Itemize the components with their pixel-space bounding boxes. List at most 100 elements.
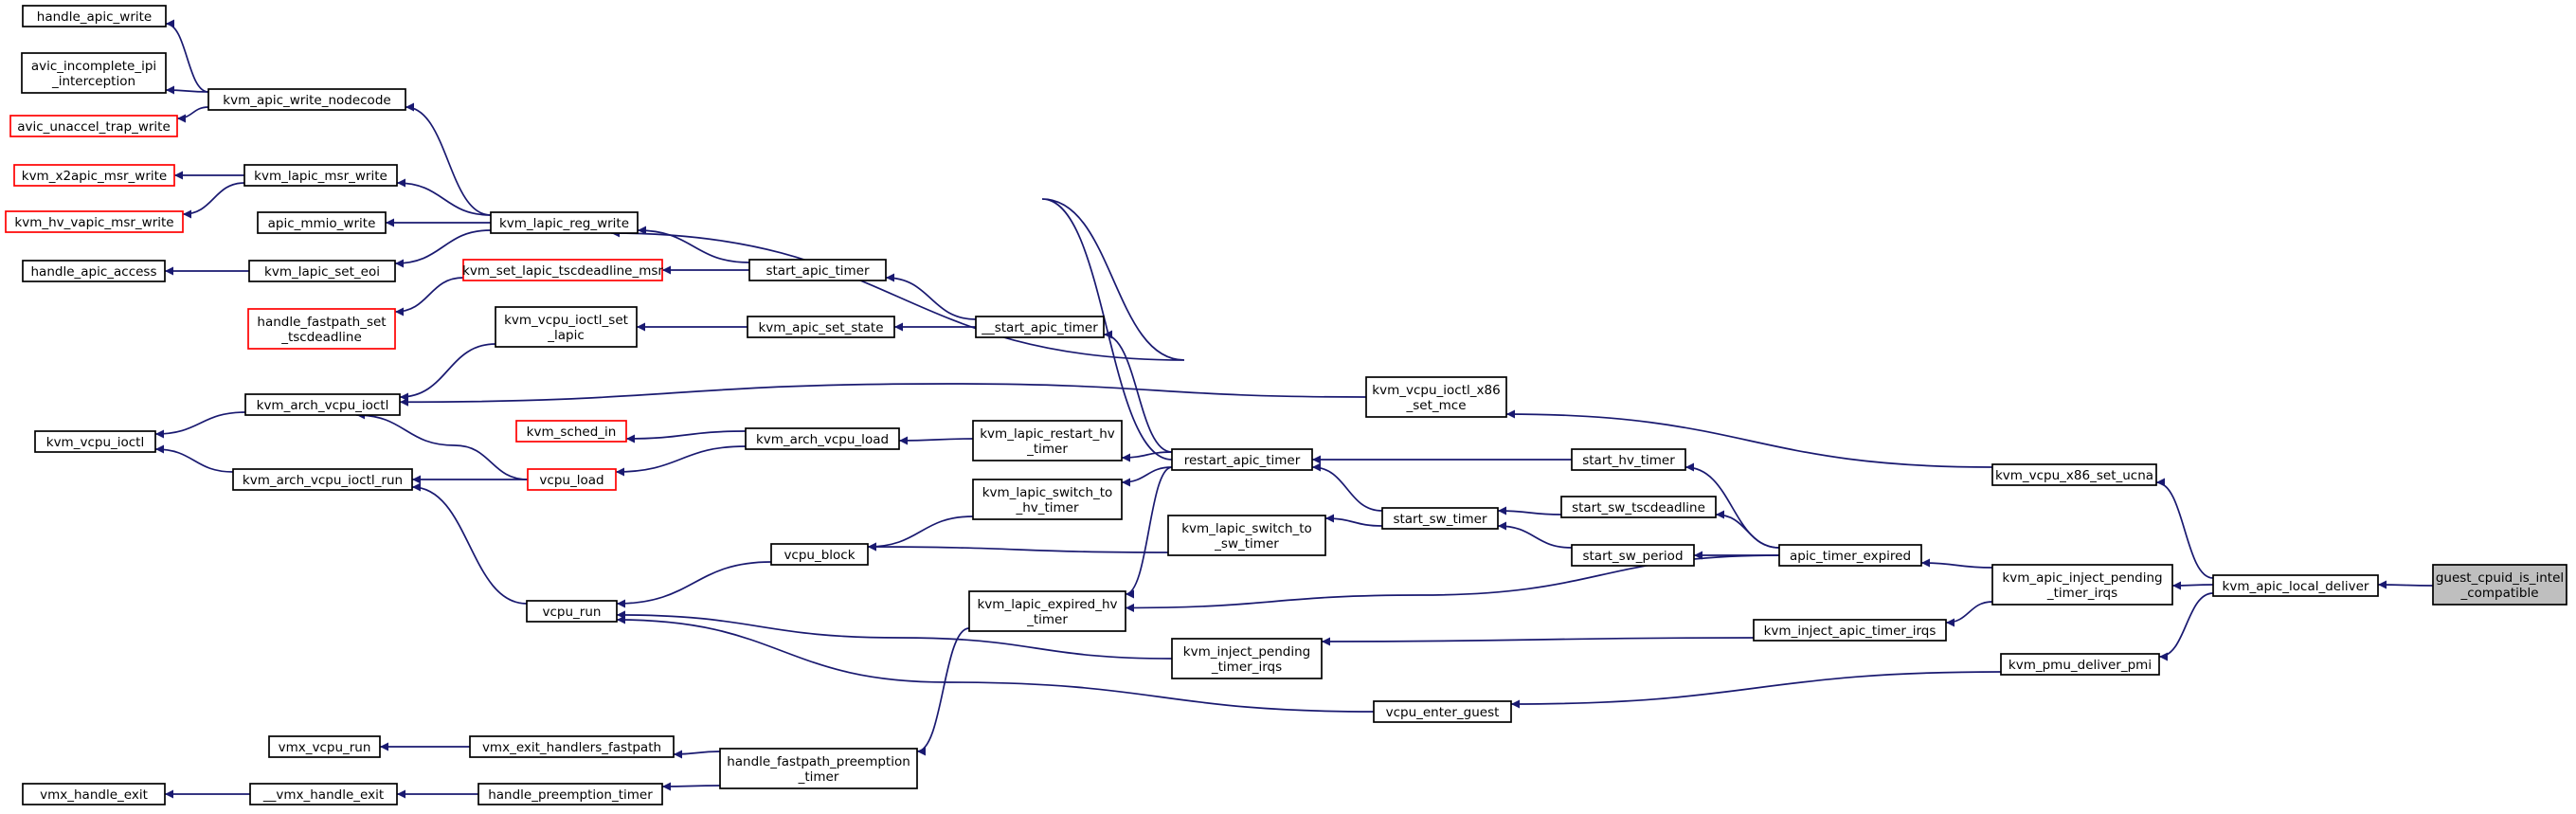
node-box: [1571, 448, 1686, 471]
graph-node-kvm-arch-vcpu-load[interactable]: kvm_arch_vcpu_load: [745, 427, 900, 450]
graph-node-kvm-apic-set-state[interactable]: kvm_apic_set_state: [747, 316, 895, 338]
graph-node-vmx-exit-handlers-fastpath[interactable]: vmx_exit_handlers_fastpath: [469, 735, 675, 758]
graph-node-avic-unaccel-trap-write[interactable]: avic_unaccel_trap_write: [9, 115, 178, 137]
call-edge-kvm-inject-apic-timer-irqs-to-kvm-apic-inject-pending-timer-irqs: [1945, 601, 1993, 627]
graph-node-kvm-lapic-msr-write[interactable]: kvm_lapic_msr_write: [243, 164, 398, 187]
call-edge-kvm-arch-vcpu-ioctl-to-kvm-vcpu-ioctl-x86-set-mce: [399, 383, 1367, 407]
graph-node-kvm-lapic-switch-to-hv-timer[interactable]: kvm_lapic_switch_to_hv_timer: [972, 479, 1123, 520]
node-label-line: handle_apic_access: [30, 264, 156, 280]
graph-node-handle-apic-access[interactable]: handle_apic_access: [22, 260, 166, 282]
node-box: [2000, 653, 2160, 676]
graph-node-kvm-apic-local-deliver[interactable]: kvm_apic_local_deliver: [2212, 574, 2379, 597]
node-label-line: start_apic_timer: [766, 263, 869, 279]
call-edge-kvm-lapic-reg-write-to-start-apic-timer: [637, 226, 750, 263]
graph-node-kvm-vcpu-ioctl[interactable]: kvm_vcpu_ioctl: [34, 430, 156, 453]
graph-node-apic-timer-expired[interactable]: apic_timer_expired: [1778, 544, 1922, 567]
node-label-line: kvm_apic_write_nodecode: [223, 93, 390, 108]
graph-node-apic-mmio-write[interactable]: apic_mmio_write: [257, 211, 387, 234]
node-label-line: apic_mmio_write: [268, 216, 376, 231]
node-label-line: start_sw_tscdeadline: [1572, 500, 1705, 516]
graph-node-kvm-inject-pending-timer-irqs[interactable]: kvm_inject_pending_timer_irqs: [1171, 638, 1323, 679]
node-label-line: _hv_timer: [1015, 500, 1079, 516]
node-box: [2432, 564, 2567, 606]
node-box: [975, 316, 1105, 338]
graph-node-guest-cpuid-is-intel-compatible[interactable]: guest_cpuid_is_intel_compatible: [2432, 564, 2567, 606]
node-box: [1167, 515, 1326, 556]
call-edge-start-sw-timer-to-start-sw-tscdeadline: [1497, 506, 1562, 516]
node-box: [1373, 700, 1512, 723]
call-edge-kvm-sched-in-to-kvm-arch-vcpu-load: [625, 430, 747, 443]
call-edge-handle-fastpath-set-tscdeadline-to-kvm-set-lapic-tscdeadline-msr: [394, 277, 464, 317]
node-box: [22, 260, 166, 282]
graph-node-kvm-apic-inject-pending-timer-irqs[interactable]: kvm_apic_inject_pending_timer_irqs: [1991, 564, 2173, 606]
node-label-line: _tscdeadline: [280, 330, 362, 345]
node-label-line: _timer_irqs: [1211, 660, 1282, 675]
graph-node-start-sw-tscdeadline[interactable]: start_sw_tscdeadline: [1560, 496, 1717, 518]
graph-node-vmx-handle-exit[interactable]: vmx_handle_exit: [22, 783, 166, 805]
graph-node-handle-fastpath-preemption-timer[interactable]: handle_fastpath_preemption_timer: [719, 748, 918, 789]
graph-node-kvm-lapic-reg-write[interactable]: kvm_lapic_reg_write: [490, 211, 639, 234]
graph-node-vmx-handle-exit[interactable]: __vmx_handle_exit: [249, 783, 398, 805]
graph-node-start-apic-timer[interactable]: __start_apic_timer: [975, 316, 1105, 338]
node-label-line: handle_preemption_timer: [488, 787, 653, 803]
graph-node-start-sw-timer[interactable]: start_sw_timer: [1381, 507, 1499, 530]
graph-node-kvm-lapic-expired-hv-timer[interactable]: kvm_lapic_expired_hv_timer: [968, 590, 1126, 632]
graph-node-kvm-sched-in[interactable]: kvm_sched_in: [515, 420, 627, 443]
node-label-line: apic_timer_expired: [1790, 549, 1911, 564]
graph-node-kvm-arch-vcpu-ioctl-run[interactable]: kvm_arch_vcpu_ioctl_run: [232, 468, 413, 491]
node-label-line: kvm_lapic_restart_hv: [980, 426, 1115, 442]
graph-node-handle-fastpath-set-tscdeadline[interactable]: handle_fastpath_set_tscdeadline: [247, 308, 396, 350]
call-edge-vcpu-block-to-kvm-lapic-switch-to-hv-timer: [867, 516, 974, 552]
graph-node-restart-apic-timer[interactable]: restart_apic_timer: [1171, 448, 1313, 471]
node-box: [268, 735, 381, 758]
graph-node-kvm-x2apic-msr-write[interactable]: kvm_x2apic_msr_write: [13, 164, 175, 187]
node-label-line: guest_cpuid_is_intel: [2436, 570, 2564, 586]
graph-node-kvm-inject-apic-timer-irqs[interactable]: kvm_inject_apic_timer_irqs: [1753, 619, 1947, 642]
node-box: [477, 783, 663, 805]
node-label-line: kvm_vcpu_x86_set_ucna: [1995, 468, 2153, 483]
node-box: [5, 210, 184, 233]
graph-node-start-sw-period[interactable]: start_sw_period: [1571, 544, 1695, 567]
call-edge-vcpu-enter-guest-to-kvm-pmu-deliver-pmi: [1510, 671, 2002, 709]
call-edge-kvm-arch-vcpu-ioctl-to-kvm-vcpu-ioctl-set-lapic: [399, 343, 496, 402]
node-label-line: start_sw_timer: [1393, 512, 1487, 527]
node-label-line: kvm_arch_vcpu_ioctl: [257, 398, 389, 413]
node-box: [1171, 638, 1323, 679]
graph-node-handle-apic-write[interactable]: handle_apic_write: [22, 5, 167, 27]
node-box: [1571, 544, 1695, 567]
graph-node-vcpu-load[interactable]: vcpu_load: [527, 468, 617, 491]
graph-node-kvm-vcpu-x86-set-ucna[interactable]: kvm_vcpu_x86_set_ucna: [1991, 463, 2157, 486]
graph-node-kvm-set-lapic-tscdeadline-msr[interactable]: kvm_set_lapic_tscdeadline_msr: [462, 259, 663, 281]
graph-node-vcpu-enter-guest[interactable]: vcpu_enter_guest: [1373, 700, 1512, 723]
graph-node-kvm-lapic-restart-hv-timer[interactable]: kvm_lapic_restart_hv_timer: [972, 420, 1123, 461]
call-edge-kvm-lapic-switch-to-hv-timer-to-restart-apic-timer: [1121, 466, 1173, 487]
node-label-line: kvm_sched_in: [527, 425, 617, 440]
graph-node-kvm-pmu-deliver-pmi[interactable]: kvm_pmu_deliver_pmi: [2000, 653, 2160, 676]
node-box: [1381, 507, 1499, 530]
graph-node-kvm-vcpu-ioctl-x86-set-mce[interactable]: kvm_vcpu_ioctl_x86_set_mce: [1365, 376, 1507, 418]
graph-node-handle-preemption-timer[interactable]: handle_preemption_timer: [477, 783, 663, 805]
graph-node-avic-incomplete-ipi-interception[interactable]: avic_incomplete_ipi_interception: [21, 52, 167, 94]
call-edge-kvm-lapic-switch-to-sw-timer-to-start-sw-timer: [1324, 514, 1383, 527]
node-label-line: kvm_pmu_deliver_pmi: [2009, 658, 2152, 673]
graph-node-kvm-lapic-switch-to-sw-timer[interactable]: kvm_lapic_switch_to_sw_timer: [1167, 515, 1326, 556]
call-edge-kvm-vcpu-ioctl-x86-set-mce-to-kvm-vcpu-x86-set-ucna: [1505, 409, 1993, 468]
graph-node-kvm-vcpu-ioctl-set-lapic[interactable]: kvm_vcpu_ioctl_set_lapic: [495, 306, 638, 348]
node-box: [247, 308, 396, 350]
node-box: [748, 259, 887, 281]
graph-node-kvm-arch-vcpu-ioctl[interactable]: kvm_arch_vcpu_ioctl: [244, 393, 401, 416]
graph-node-kvm-hv-vapic-msr-write[interactable]: kvm_hv_vapic_msr_write: [5, 210, 184, 233]
graph-node-kvm-apic-write-nodecode[interactable]: kvm_apic_write_nodecode: [207, 88, 406, 111]
graph-node-kvm-lapic-set-eoi[interactable]: kvm_lapic_set_eoi: [248, 260, 396, 282]
call-edge-restart-apic-timer-to-start-sw-timer: [1311, 462, 1383, 512]
node-box: [1991, 564, 2173, 606]
node-label-line: restart_apic_timer: [1184, 453, 1301, 468]
graph-node-vcpu-block[interactable]: vcpu_block: [770, 543, 869, 566]
graph-node-vmx-vcpu-run[interactable]: vmx_vcpu_run: [268, 735, 381, 758]
node-box: [1560, 496, 1717, 518]
node-label-line: vmx_handle_exit: [40, 787, 148, 803]
node-label-line: _timer_irqs: [2046, 586, 2117, 601]
graph-node-vcpu-run[interactable]: vcpu_run: [526, 600, 618, 623]
graph-node-start-hv-timer[interactable]: start_hv_timer: [1571, 448, 1686, 471]
graph-node-start-apic-timer[interactable]: start_apic_timer: [748, 259, 887, 281]
